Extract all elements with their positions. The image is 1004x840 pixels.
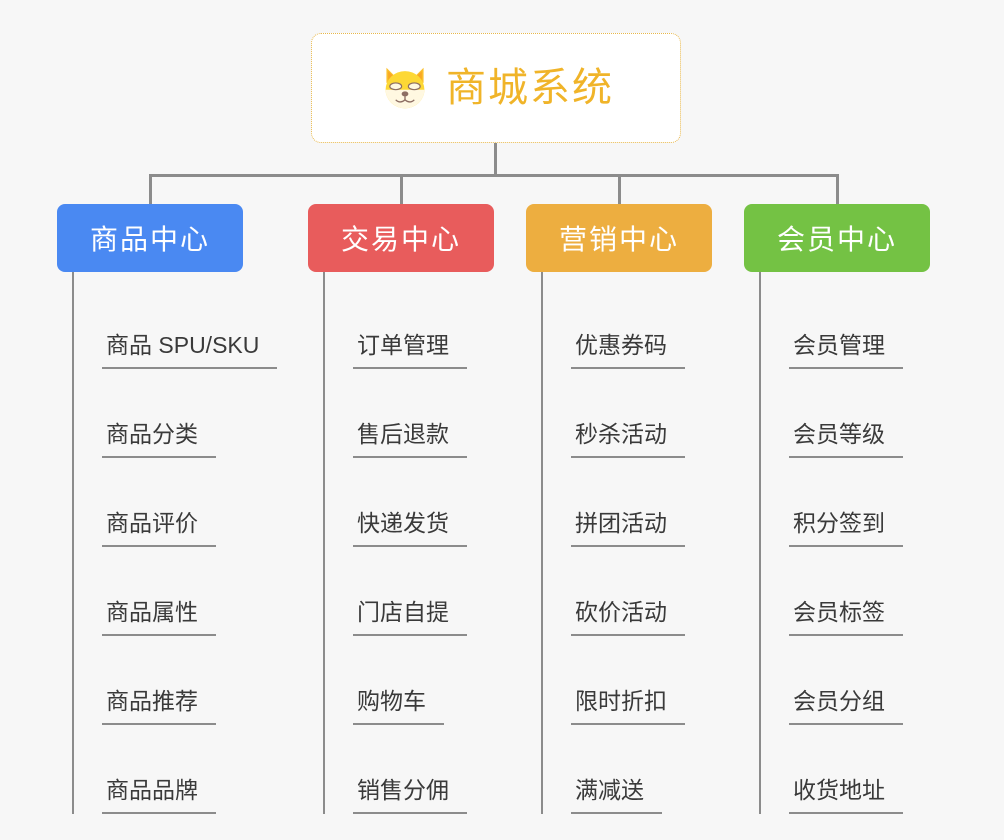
leaf-label: 砍价活动 [571, 599, 685, 636]
leaf-item[interactable]: 门店自提 [325, 547, 530, 636]
branch-column-product: 商品中心 商品 SPU/SKU 商品分类 商品评价 商品属性 商品推荐 商品品牌 [57, 204, 307, 814]
branch-header-label: 会员中心 [776, 224, 897, 255]
leaf-label: 积分签到 [789, 510, 903, 547]
connector-stem [494, 143, 497, 176]
branch-header-member[interactable]: 会员中心 [744, 204, 930, 272]
leaf-label: 售后退款 [353, 421, 467, 458]
branch-header-trade[interactable]: 交易中心 [308, 204, 494, 272]
leaf-item[interactable]: 优惠券码 [543, 280, 748, 369]
leaf-item[interactable]: 商品品牌 [74, 725, 307, 814]
leaf-item[interactable]: 商品分类 [74, 369, 307, 458]
leaf-item[interactable]: 限时折扣 [543, 636, 748, 725]
connector-drop-1 [149, 174, 152, 204]
leaf-label: 拼团活动 [571, 510, 685, 547]
leaf-label: 会员分组 [789, 688, 903, 725]
leaf-item[interactable]: 砍价活动 [543, 547, 748, 636]
leaf-item[interactable]: 商品 SPU/SKU [74, 280, 307, 369]
leaf-item[interactable]: 会员管理 [761, 280, 966, 369]
leaf-item[interactable]: 拼团活动 [543, 458, 748, 547]
leaf-label: 快递发货 [353, 510, 467, 547]
branch-items-marketing: 优惠券码 秒杀活动 拼团活动 砍价活动 限时折扣 满减送 [541, 272, 748, 814]
leaf-item[interactable]: 商品评价 [74, 458, 307, 547]
leaf-item[interactable]: 商品属性 [74, 547, 307, 636]
leaf-item[interactable]: 订单管理 [325, 280, 530, 369]
leaf-label: 优惠券码 [571, 332, 685, 369]
leaf-item[interactable]: 会员等级 [761, 369, 966, 458]
leaf-label: 门店自提 [353, 599, 467, 636]
leaf-label: 收货地址 [789, 777, 903, 814]
branch-column-member: 会员中心 会员管理 会员等级 积分签到 会员标签 会员分组 收货地址 [744, 204, 966, 814]
leaf-item[interactable]: 收货地址 [761, 725, 966, 814]
branch-header-label: 营销中心 [558, 224, 679, 255]
branch-items-product: 商品 SPU/SKU 商品分类 商品评价 商品属性 商品推荐 商品品牌 [72, 272, 307, 814]
leaf-label: 商品 SPU/SKU [102, 332, 278, 369]
branch-column-marketing: 营销中心 优惠券码 秒杀活动 拼团活动 砍价活动 限时折扣 满减送 [526, 204, 748, 814]
branch-header-product[interactable]: 商品中心 [57, 204, 243, 272]
leaf-label: 满减送 [571, 777, 662, 814]
root-title: 商城系统 [446, 66, 614, 110]
leaf-label: 会员等级 [789, 421, 903, 458]
leaf-label: 秒杀活动 [571, 421, 685, 458]
connector-drop-3 [618, 174, 621, 204]
branch-items-member: 会员管理 会员等级 积分签到 会员标签 会员分组 收货地址 [759, 272, 966, 814]
branch-items-trade: 订单管理 售后退款 快递发货 门店自提 购物车 销售分佣 [323, 272, 530, 814]
leaf-label: 限时折扣 [571, 688, 685, 725]
connector-drop-4 [836, 174, 839, 204]
leaf-item[interactable]: 会员分组 [761, 636, 966, 725]
leaf-item[interactable]: 快递发货 [325, 458, 530, 547]
branch-header-label: 商品中心 [89, 224, 210, 255]
leaf-item[interactable]: 会员标签 [761, 547, 966, 636]
leaf-item[interactable]: 积分签到 [761, 458, 966, 547]
leaf-label: 商品分类 [102, 421, 216, 458]
root-node[interactable]: 商城系统 [311, 33, 681, 143]
leaf-label: 订单管理 [353, 332, 467, 369]
leaf-label: 销售分佣 [353, 777, 467, 814]
leaf-label: 商品推荐 [102, 688, 216, 725]
leaf-label: 购物车 [353, 688, 444, 725]
leaf-item[interactable]: 购物车 [325, 636, 530, 725]
connector-bar [149, 174, 839, 177]
leaf-label: 商品评价 [102, 510, 216, 547]
leaf-label: 商品品牌 [102, 777, 216, 814]
leaf-label: 会员管理 [789, 332, 903, 369]
branch-header-marketing[interactable]: 营销中心 [526, 204, 712, 272]
branch-header-label: 交易中心 [340, 224, 461, 255]
leaf-label: 会员标签 [789, 599, 903, 636]
leaf-item[interactable]: 销售分佣 [325, 725, 530, 814]
branch-column-trade: 交易中心 订单管理 售后退款 快递发货 门店自提 购物车 销售分佣 [308, 204, 530, 814]
shiba-dog-icon [385, 67, 425, 109]
leaf-label: 商品属性 [102, 599, 216, 636]
leaf-item[interactable]: 商品推荐 [74, 636, 307, 725]
leaf-item[interactable]: 满减送 [543, 725, 748, 814]
leaf-item[interactable]: 售后退款 [325, 369, 530, 458]
leaf-item[interactable]: 秒杀活动 [543, 369, 748, 458]
connector-drop-2 [400, 174, 403, 204]
